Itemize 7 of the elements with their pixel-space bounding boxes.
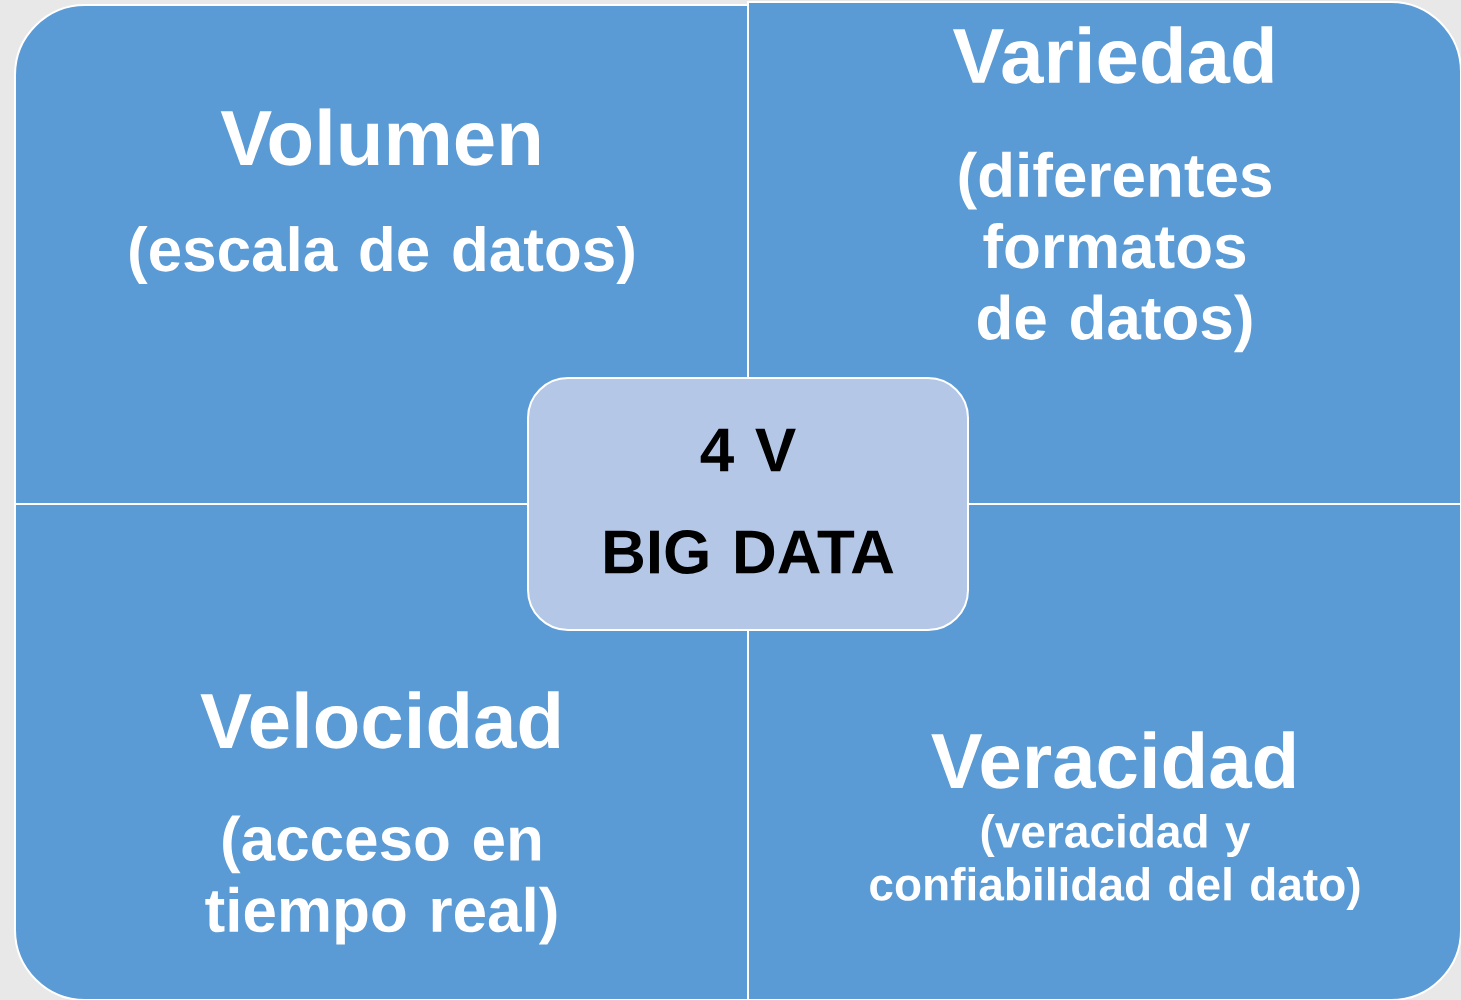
node-label: Variedad — [952, 26, 1273, 84]
node-label: (veracidad y confiabilidad del dato) — [870, 814, 1360, 910]
node-label: Velocidad — [200, 691, 559, 749]
node-label: (diferentes formatos de datos) — [959, 151, 1271, 353]
node-label: Veracidad — [931, 731, 1295, 789]
node-label: (acceso en tiempo real) — [205, 815, 557, 945]
center-box: 4 V BIG DATA — [527, 377, 969, 631]
